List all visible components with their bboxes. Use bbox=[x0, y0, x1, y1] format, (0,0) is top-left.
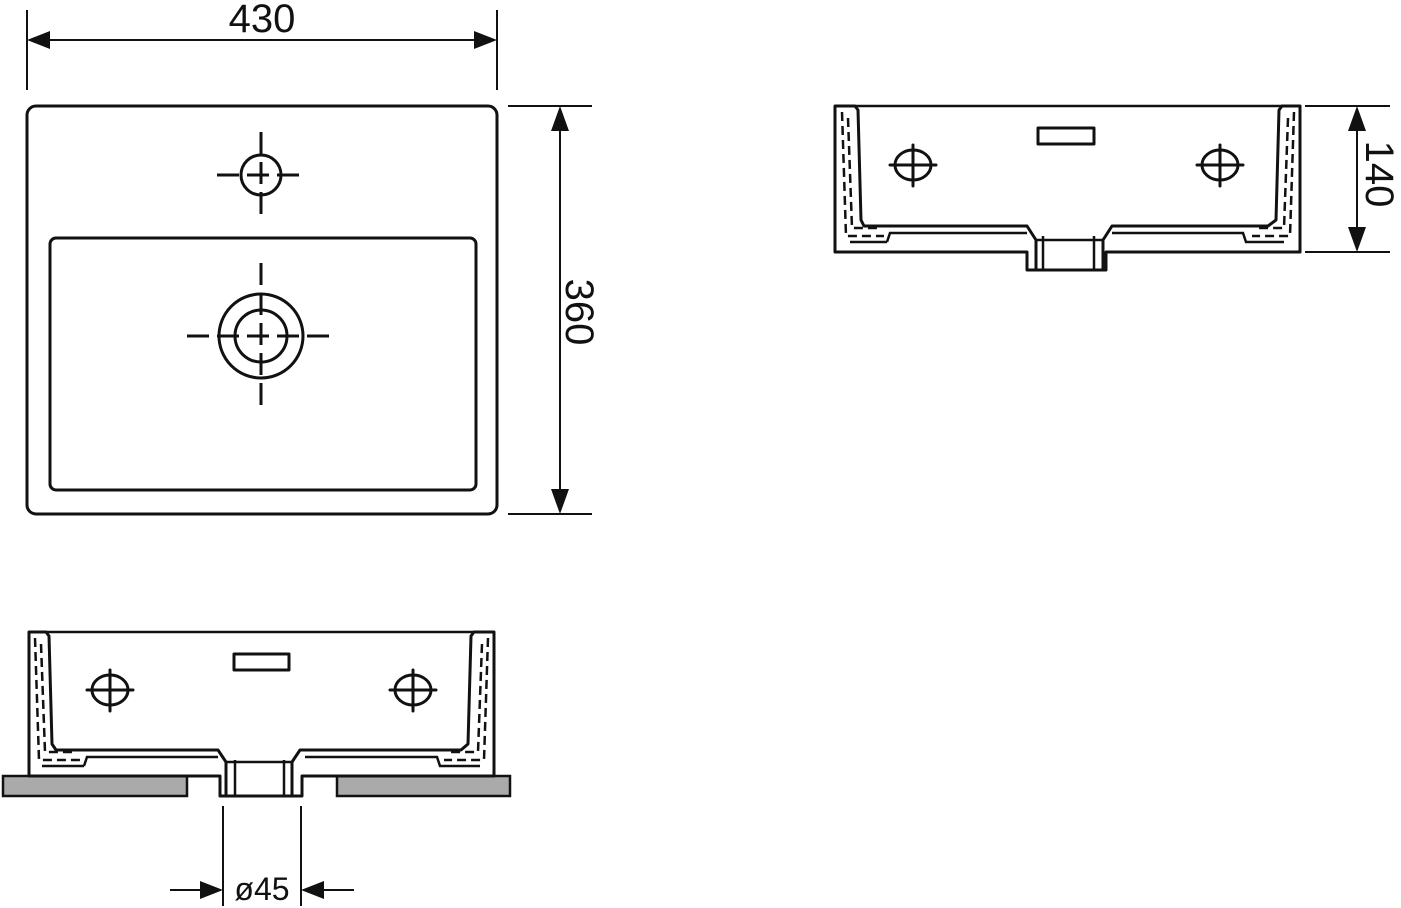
front-view: ø45 bbox=[1, 630, 512, 907]
front-view-mount-hole-right bbox=[388, 668, 438, 713]
countertop-right bbox=[335, 774, 512, 798]
height-label: 140 bbox=[1357, 141, 1401, 208]
drain-marker bbox=[187, 263, 335, 410]
front-view-base-left bbox=[82, 755, 218, 767]
side-view-hidden-left bbox=[840, 111, 884, 238]
front-view-hidden-right-2 bbox=[450, 643, 484, 754]
side-view-mount-hole-left bbox=[888, 143, 938, 188]
depth-label: 360 bbox=[557, 279, 601, 346]
front-view-overflow-slot bbox=[232, 652, 291, 672]
tap-hole-marker bbox=[217, 132, 305, 218]
drain-diameter-label: ø45 bbox=[234, 871, 289, 907]
top-view: 430 360 bbox=[25, 0, 601, 516]
height-arrow-top bbox=[1348, 106, 1366, 131]
front-view-drain bbox=[226, 760, 292, 796]
side-view: 140 bbox=[833, 104, 1401, 272]
countertop-left bbox=[1, 774, 189, 798]
width-arrow-right bbox=[474, 31, 497, 49]
front-view-outline bbox=[27, 630, 496, 798]
front-view-hidden-left-2 bbox=[39, 643, 74, 754]
height-arrow-bottom bbox=[1348, 227, 1366, 252]
side-view-hidden-left-2 bbox=[846, 117, 880, 230]
width-label: 430 bbox=[229, 0, 296, 41]
side-view-hidden-right bbox=[1252, 111, 1296, 238]
depth-arrow-top bbox=[551, 106, 569, 131]
front-view-mount-hole-left bbox=[85, 668, 135, 713]
front-view-hidden-left bbox=[33, 637, 80, 762]
depth-arrow-bottom bbox=[551, 489, 569, 514]
side-view-base-left bbox=[885, 231, 1027, 243]
front-view-base-right bbox=[305, 755, 480, 768]
drain-arrow-left bbox=[200, 881, 223, 899]
front-view-hidden-right bbox=[444, 637, 490, 762]
side-view-hidden-right-2 bbox=[1258, 117, 1290, 230]
side-view-mount-hole-right bbox=[1195, 143, 1245, 188]
side-view-drain bbox=[1036, 236, 1103, 270]
drain-arrow-right bbox=[301, 881, 324, 899]
basin-outer-outline bbox=[25, 104, 499, 516]
side-view-base-right bbox=[1112, 231, 1284, 244]
basin-bowl-outline bbox=[48, 236, 478, 492]
side-view-overflow-slot bbox=[1036, 126, 1096, 146]
side-view-outline bbox=[833, 104, 1302, 272]
width-arrow-left bbox=[27, 31, 50, 49]
